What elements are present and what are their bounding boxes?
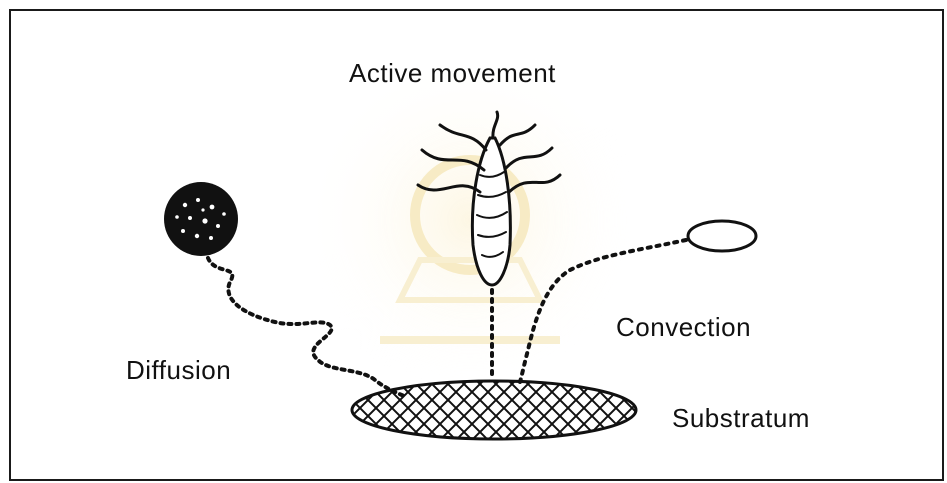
convection-label: Convection	[616, 314, 751, 340]
diffusion-label: Diffusion	[126, 357, 231, 383]
active-movement-label: Active movement	[349, 60, 556, 86]
substratum-label: Substratum	[672, 405, 810, 431]
watermark-emblem	[300, 50, 640, 390]
dark-particle-icon	[164, 182, 238, 256]
hollow-particle-icon	[688, 221, 756, 251]
